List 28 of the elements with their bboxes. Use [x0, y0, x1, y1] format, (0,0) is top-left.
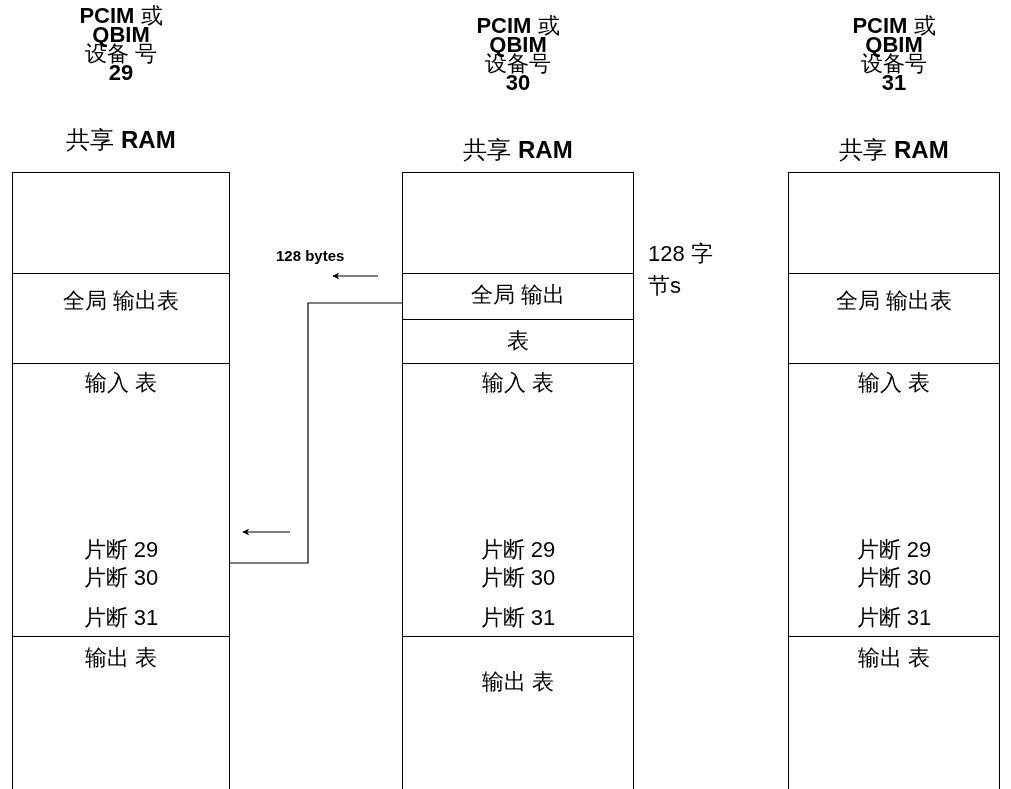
device-heading: PCIM 或 QBIM 设备号 31: [851, 16, 937, 92]
table-section: 输出 表: [403, 636, 633, 789]
memory-title: 共享 RAM: [462, 135, 574, 165]
table-section: 全局 输出表: [789, 273, 999, 363]
table-section: 输出 表: [789, 636, 999, 789]
segment-label: 片断 30: [82, 565, 160, 591]
size-label: 128 bytes: [276, 246, 346, 266]
segment-label: 片断 31: [479, 605, 557, 631]
memory-title: 共享 RAM: [838, 135, 950, 165]
memory-title: 共享 RAM: [65, 125, 177, 155]
segment-label: 片断 30: [479, 565, 557, 591]
segment-label: 片断 31: [855, 605, 933, 631]
segment-label: 片断 31: [82, 605, 160, 631]
section-title: 输入 表: [856, 370, 932, 396]
table-section: 全局 输出: [403, 273, 633, 319]
connector-line: [228, 302, 404, 564]
table-section: 输出 表: [13, 636, 229, 789]
segment-label: 片断 29: [82, 537, 160, 563]
section-title: 输入 表: [480, 370, 556, 396]
size-note: 128 字节s: [648, 240, 714, 300]
device-heading: PCIM 或 QBIM 设备号 30: [475, 16, 561, 92]
segment-label: 片断 29: [479, 537, 557, 563]
section-title: 输入 表: [83, 370, 159, 396]
segment-label: 片断 30: [855, 565, 933, 591]
table-section: 表: [403, 319, 633, 363]
table-section: 全局 输出表: [13, 273, 229, 363]
device-heading: PCIM 或 QBIM 设备 号 29: [78, 6, 164, 82]
segment-label: 片断 29: [855, 537, 933, 563]
